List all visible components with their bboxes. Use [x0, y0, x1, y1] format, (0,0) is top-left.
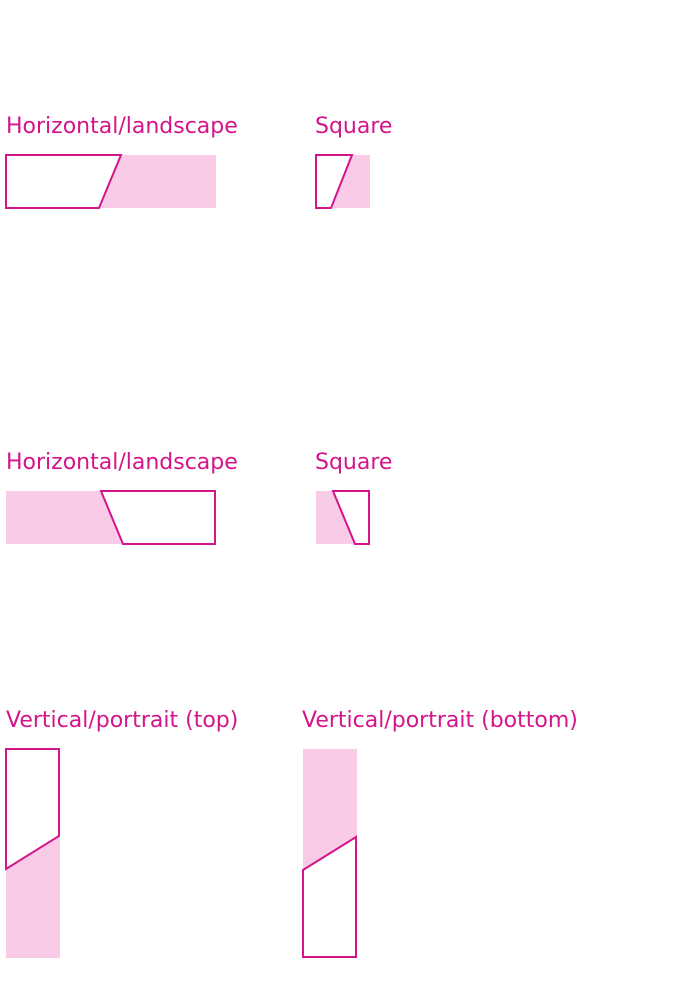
group-label-horizontal-left: Horizontal/landscape — [6, 114, 238, 139]
group-label-vertical-bottom: Vertical/portrait (bottom) — [302, 708, 578, 733]
group-label-horizontal-right: Horizontal/landscape — [6, 450, 238, 475]
crop-frame — [302, 835, 357, 958]
crop-frame — [315, 154, 354, 209]
crop-frame — [5, 154, 123, 209]
crop-diagram-horizontal-left — [5, 154, 216, 209]
crop-diagram-vertical-top — [5, 748, 60, 958]
crop-diagram-horizontal-right — [6, 490, 216, 545]
crop-frame — [5, 748, 60, 871]
crop-diagram-square-left — [315, 154, 370, 209]
group-label-vertical-top: Vertical/portrait (top) — [6, 708, 239, 733]
group-label-square-right: Square — [315, 450, 393, 475]
crop-diagram-square-right — [316, 490, 370, 545]
group-label-square-left: Square — [315, 114, 393, 139]
crop-diagram-vertical-bottom — [302, 749, 357, 958]
crop-frame — [331, 490, 370, 545]
crop-frame — [99, 490, 216, 545]
